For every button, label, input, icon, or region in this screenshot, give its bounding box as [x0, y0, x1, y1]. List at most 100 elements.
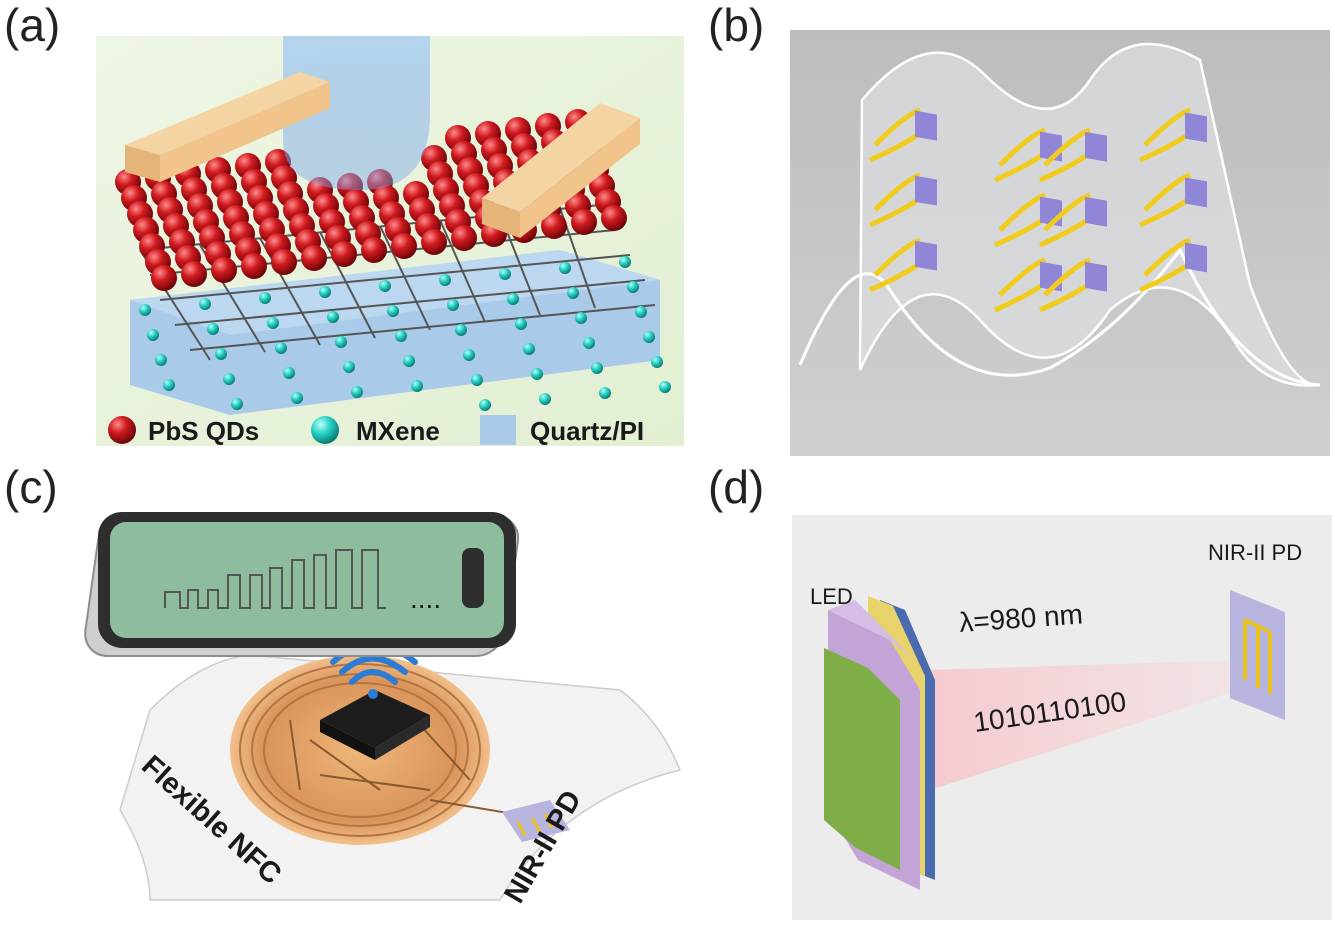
legend-substrate-label: Quartz/PI — [530, 416, 644, 446]
mxene-atom — [155, 354, 167, 366]
panel-a: PbS QDs MXene Quartz/PI — [96, 36, 684, 446]
led-device — [824, 596, 935, 890]
mxene-atom — [591, 362, 603, 374]
mxene-atom — [583, 337, 595, 349]
mxene-atom — [215, 348, 227, 360]
pbs-qd — [391, 233, 417, 259]
nfc-chip — [320, 690, 430, 748]
mxene-atom — [275, 342, 287, 354]
mxene-atom — [139, 304, 151, 316]
phone-notch — [462, 548, 484, 608]
mxene-atoms — [139, 256, 671, 411]
pbs-qd — [241, 253, 267, 279]
mxene-atom — [327, 311, 339, 323]
light-beam — [283, 36, 430, 190]
legend-substrate-swatch — [480, 415, 516, 445]
mxene-atom — [163, 379, 175, 391]
pd-pixel — [1138, 107, 1207, 163]
mxene-atom — [207, 323, 219, 335]
mxene-atom — [635, 306, 647, 318]
right-electrode — [482, 103, 640, 238]
pbs-qd — [211, 257, 237, 283]
mxene-atom — [507, 293, 519, 305]
pbs-qd — [331, 241, 357, 267]
mxene-atom — [379, 280, 391, 292]
mxene-atom — [319, 286, 331, 298]
mxene-atom — [387, 305, 399, 317]
pd-pixel — [868, 172, 937, 228]
mxene-atom — [471, 374, 483, 386]
pd-pixel — [1038, 127, 1107, 183]
mxene-atom — [643, 331, 655, 343]
legend-mxene-label: MXene — [356, 416, 440, 446]
pd-pixel — [868, 107, 937, 163]
mxene-atom — [619, 256, 631, 268]
mxene-atom — [259, 292, 271, 304]
wireless-dot — [368, 689, 378, 699]
panel-b-letter: (b) — [708, 0, 765, 51]
mxene-atom — [267, 317, 279, 329]
smartphone: .... — [84, 512, 520, 657]
mxene-atom — [531, 368, 543, 380]
mxene-atom — [539, 393, 551, 405]
label-led: LED — [810, 584, 853, 609]
panel-c-letter: (c) — [4, 461, 58, 513]
mxene-atom — [439, 274, 451, 286]
mxene-atom — [447, 299, 459, 311]
mxene-atom — [659, 381, 671, 393]
pbs-qd — [541, 213, 567, 239]
pd-pixel-array — [868, 107, 1207, 313]
pd-pixel — [1138, 237, 1207, 293]
pbs-qd — [181, 261, 207, 287]
legend: PbS QDs MXene Quartz/PI — [108, 415, 644, 446]
pbs-qd — [421, 229, 447, 255]
mxene-atom — [463, 349, 475, 361]
pd-pixel — [868, 237, 937, 293]
mxene-atom — [479, 399, 491, 411]
ir-beam — [930, 660, 1240, 790]
mxene-atom — [515, 318, 527, 330]
mxene-atom — [291, 392, 303, 404]
pbs-qd — [271, 249, 297, 275]
mxene-atom — [343, 361, 355, 373]
pd-pixel — [993, 257, 1062, 313]
mxene-atom — [231, 398, 243, 410]
phone-screen — [110, 522, 504, 638]
nir-pd-device-d — [1230, 590, 1285, 720]
mxene-atom — [351, 386, 363, 398]
mxene-atom — [651, 356, 663, 368]
mxene-atom — [411, 380, 423, 392]
panel-d: LED NIR-II PD λ=980 nm 1010110100 — [792, 515, 1332, 920]
substrate-top — [130, 250, 660, 335]
mxene-atom — [627, 281, 639, 293]
pbs-qd — [151, 265, 177, 291]
panel-c: .... Flexible NFC NIR-II PD — [84, 512, 682, 909]
mxene-atom — [455, 324, 467, 336]
coil-ring-3 — [263, 682, 457, 818]
nir-pd-device — [502, 800, 570, 842]
legend-mxene-swatch — [311, 416, 339, 444]
mxene-atom — [403, 355, 415, 367]
mxene-atom — [283, 367, 295, 379]
signal-waveform — [164, 549, 386, 609]
mxene-atom — [575, 312, 587, 324]
circuit-traces — [289, 719, 521, 816]
mxene-atom — [599, 387, 611, 399]
mxene-atom — [199, 298, 211, 310]
pbs-qd — [451, 225, 477, 251]
mxene-atom — [335, 336, 347, 348]
panel-a-letter: (a) — [4, 0, 61, 51]
mxene-atom — [523, 343, 535, 355]
left-electrode — [125, 72, 330, 182]
label-nir-pd-d: NIR-II PD — [1208, 540, 1302, 565]
legend-pbs-swatch — [108, 416, 136, 444]
pbs-qd — [601, 205, 627, 231]
mxene-atom — [567, 287, 579, 299]
pbs-qd — [571, 209, 597, 235]
mxene-atom — [559, 262, 571, 274]
pd-pixel — [1138, 172, 1207, 228]
mxene-atom — [499, 268, 511, 280]
pbs-qd — [301, 245, 327, 271]
mxene-atom — [147, 329, 159, 341]
